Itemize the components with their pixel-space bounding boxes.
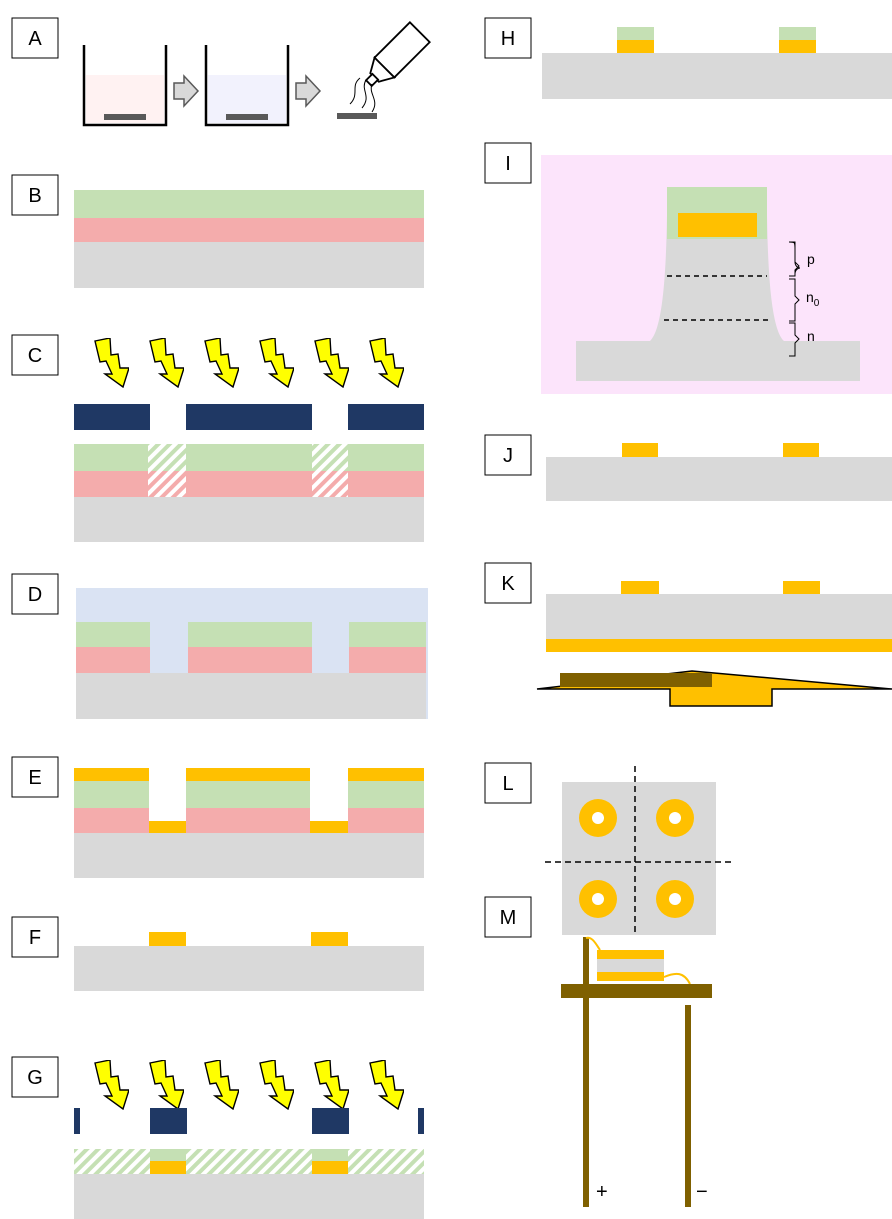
svg-text:M: M xyxy=(500,907,517,929)
label-F: F xyxy=(11,916,59,958)
sample-chip xyxy=(104,114,146,120)
ring-contact xyxy=(579,799,617,837)
panel-labels: A B C D E F G H I J K L M xyxy=(11,17,532,1098)
plus-sign: + xyxy=(596,1181,608,1203)
panel-A-cleaning xyxy=(82,21,431,127)
svg-text:B: B xyxy=(28,185,41,207)
sample-chip xyxy=(337,113,377,119)
arrow-right-icon xyxy=(173,74,200,108)
svg-text:J: J xyxy=(503,445,513,467)
minus-sign: − xyxy=(696,1181,708,1203)
sample-chip xyxy=(226,114,268,120)
left-post xyxy=(583,937,589,1207)
panel-C-exposure xyxy=(74,338,424,542)
svg-text:D: D xyxy=(28,584,42,606)
svg-text:H: H xyxy=(501,28,515,50)
panel-H-mesa-mask xyxy=(542,27,892,99)
label-n: n xyxy=(807,328,815,344)
label-A: A xyxy=(11,17,59,59)
panel-E-metal xyxy=(74,768,424,878)
label-H: H xyxy=(484,17,532,59)
device-top-contact xyxy=(597,950,664,959)
beaker-2 xyxy=(204,45,290,127)
label-G: G xyxy=(11,1056,59,1098)
mounting-shelf xyxy=(561,984,712,998)
photomask xyxy=(74,1108,424,1134)
panel-M-backdrop xyxy=(540,935,740,1219)
svg-text:F: F xyxy=(29,927,41,949)
label-B: B xyxy=(11,174,59,216)
label-E: E xyxy=(11,756,59,798)
right-post xyxy=(685,1005,691,1207)
panel-J-etched xyxy=(546,443,892,501)
exposed-region xyxy=(74,1149,424,1174)
ring-contact xyxy=(656,799,694,837)
photomask xyxy=(74,404,424,430)
panel-B-stack xyxy=(74,190,424,288)
panel-D-resist xyxy=(76,588,428,719)
beaker-1 xyxy=(82,45,168,127)
panel-M-mount-board xyxy=(560,673,712,687)
svg-text:C: C xyxy=(28,345,42,367)
ring-contact xyxy=(656,880,694,918)
nitrogen-gun-icon xyxy=(337,21,431,119)
label-K: K xyxy=(484,562,532,604)
svg-text:E: E xyxy=(28,767,41,789)
svg-text:L: L xyxy=(502,773,513,795)
mounting-board xyxy=(560,673,712,687)
label-n0: n0 xyxy=(806,289,820,309)
panel-L-top-view xyxy=(545,766,733,956)
panel-G-exposure xyxy=(74,1060,424,1219)
svg-text:K: K xyxy=(501,573,515,595)
svg-text:G: G xyxy=(27,1067,43,1089)
arrow-right-icon xyxy=(295,74,322,108)
label-L: L xyxy=(484,762,532,804)
label-p: p xyxy=(807,251,815,267)
ring-contact xyxy=(579,880,617,918)
panel-I-mesa-detail: p n0 n xyxy=(541,155,892,394)
label-J: J xyxy=(484,434,532,476)
device-bottom-contact xyxy=(597,972,664,981)
device-body xyxy=(597,959,664,972)
label-M: M xyxy=(484,896,532,938)
bond-wire-top xyxy=(585,936,601,951)
svg-text:A: A xyxy=(28,28,42,50)
label-I: I xyxy=(484,142,532,184)
panel-F-liftoff xyxy=(74,932,424,991)
svg-text:I: I xyxy=(505,153,511,175)
panel-M-package: + − xyxy=(561,936,712,1207)
label-C: C xyxy=(11,334,59,376)
bond-wire-bottom xyxy=(663,972,691,985)
label-D: D xyxy=(11,573,59,615)
